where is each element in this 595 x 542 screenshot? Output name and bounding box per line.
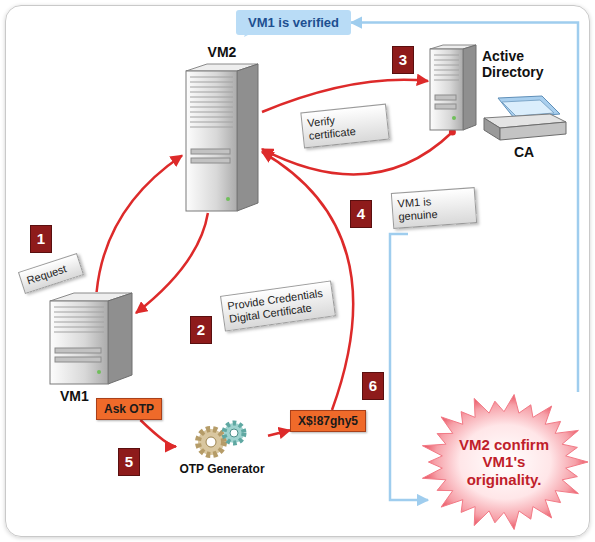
node-label: Ask OTP — [104, 402, 154, 416]
bracket-line — [390, 234, 428, 500]
callout-number: 5 — [118, 448, 140, 476]
tag-box: Ask OTP — [96, 398, 162, 420]
ca-node: CA — [480, 94, 568, 160]
connector — [262, 152, 353, 410]
callout-number: 6 — [362, 372, 384, 400]
connector — [351, 23, 578, 393]
generator-node: OTP Generator — [176, 418, 268, 476]
server-node: VM1 — [46, 292, 136, 404]
connector — [97, 156, 182, 293]
server-icon — [428, 44, 478, 132]
node-label: Active Directory — [482, 44, 568, 80]
node-label: CA — [480, 144, 568, 160]
connector — [140, 420, 176, 447]
edge-label-note: Verify certificate — [300, 104, 389, 149]
node-label: VM1 is verified — [248, 15, 339, 30]
icon-holder — [480, 94, 568, 142]
server-icon — [48, 292, 134, 386]
server-node: VM2 — [182, 44, 262, 213]
server-icon — [184, 63, 260, 213]
callout-number: 3 — [392, 46, 414, 74]
callout-number: 4 — [350, 200, 372, 228]
starburst: VM2 confirm VM1's originality. — [418, 392, 590, 532]
connector — [136, 213, 208, 313]
node-label: X$!87ghy5 — [298, 414, 358, 428]
callout-number: 1 — [30, 225, 52, 253]
callout-bubble: VM1 is verified — [236, 10, 351, 35]
icon-holder — [46, 292, 136, 386]
tag-box: X$!87ghy5 — [290, 410, 366, 432]
callout-number: 2 — [190, 316, 212, 344]
connector — [268, 430, 290, 435]
gear-icon — [187, 418, 257, 462]
icon-holder — [182, 63, 262, 213]
edge-label-note: VM1 is genuine — [391, 187, 477, 229]
starburst-outline — [422, 395, 588, 530]
node-label: VM2 — [182, 44, 262, 60]
node-label: VM2 confirm VM1's originality. — [448, 436, 560, 488]
edge-label-note: Request — [18, 253, 84, 294]
ca-printer-icon — [480, 94, 568, 142]
edge-label-note: Provide Credentials Digital Certificate — [220, 280, 336, 332]
node-label: OTP Generator — [176, 462, 268, 476]
icon-holder — [176, 418, 268, 462]
icon-holder — [428, 44, 478, 132]
